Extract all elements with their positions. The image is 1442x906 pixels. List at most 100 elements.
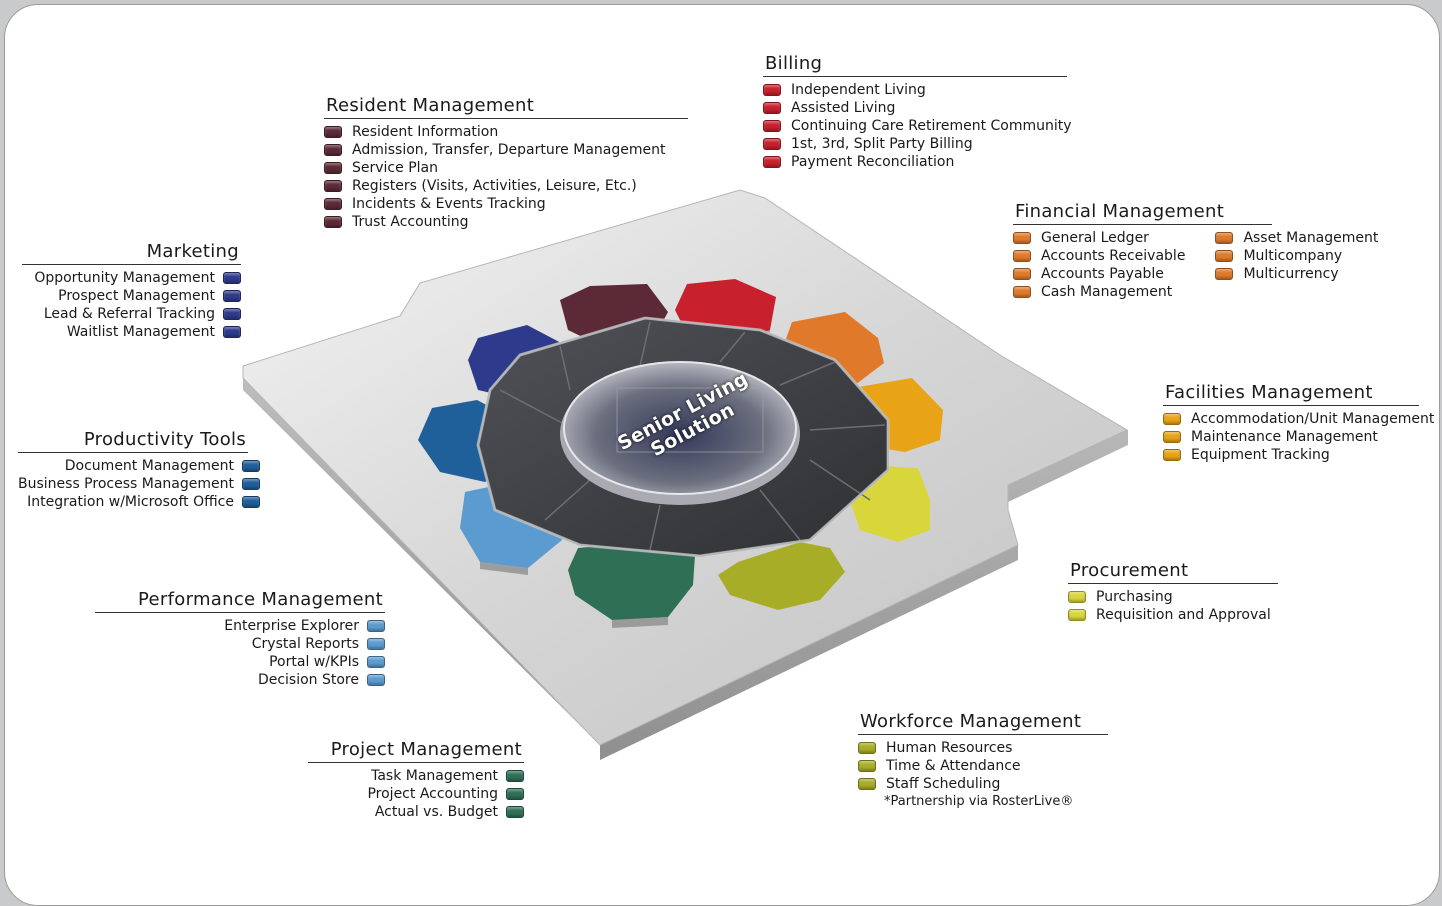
list-item: Decision Store (95, 671, 385, 689)
list-item: Continuing Care Retirement Community (763, 117, 1072, 135)
list-item: Requisition and Approval (1068, 606, 1278, 624)
item-list-col1: General Ledger Accounts Receivable Accou… (1013, 229, 1185, 301)
swatch (1068, 609, 1086, 621)
list-item: Human Resources (858, 739, 1108, 757)
list-item: General Ledger (1013, 229, 1185, 247)
swatch (763, 84, 781, 96)
swatch (1013, 268, 1031, 280)
item-label: Accounts Receivable (1041, 248, 1186, 264)
item-label: Staff Scheduling (886, 776, 1001, 792)
swatch (506, 788, 524, 800)
swatch (763, 138, 781, 150)
group-workforce-management: Workforce Management Human Resources Tim… (858, 712, 1108, 811)
swatch (223, 326, 241, 338)
swatch (1163, 413, 1181, 425)
group-billing: Billing Independent Living Assisted Livi… (763, 54, 1072, 171)
item-label: Lead & Referral Tracking (43, 306, 215, 322)
swatch (858, 760, 876, 772)
group-title: Resident Management (324, 96, 688, 119)
center-disc (563, 361, 797, 495)
list-item: Opportunity Management (22, 269, 241, 287)
list-item: Trust Accounting (324, 213, 688, 231)
group-title: Marketing (22, 242, 241, 265)
swatch (1013, 232, 1031, 244)
swatch (858, 778, 876, 790)
list-item: Assisted Living (763, 99, 1072, 117)
list-item: Time & Attendance (858, 757, 1108, 775)
swatch (367, 656, 385, 668)
petal-project (568, 543, 695, 620)
item-label: Multicompany (1243, 248, 1343, 264)
item-label: Actual vs. Budget (374, 804, 498, 820)
item-list: Independent Living Assisted Living Conti… (763, 81, 1072, 171)
item-label: Cash Management (1041, 284, 1173, 300)
list-item: Asset Management (1215, 229, 1378, 247)
swatch (763, 102, 781, 114)
item-label: Equipment Tracking (1191, 447, 1330, 463)
list-item: Project Accounting (308, 785, 524, 803)
group-title: Productivity Tools (18, 430, 248, 453)
swatch (1068, 591, 1086, 603)
item-label: Maintenance Management (1191, 429, 1378, 445)
item-label: Registers (Visits, Activities, Leisure, … (352, 178, 637, 194)
list-item: Resident Information (324, 123, 688, 141)
item-label: Portal w/KPIs (269, 654, 359, 670)
swatch (223, 290, 241, 302)
swatch (367, 638, 385, 650)
group-performance-management: Performance Management Enterprise Explor… (95, 590, 385, 689)
swatch (763, 120, 781, 132)
group-title: Facilities Management (1163, 383, 1419, 406)
swatch (858, 742, 876, 754)
item-label: Time & Attendance (886, 758, 1021, 774)
list-item: Business Process Management (18, 475, 260, 493)
item-list: Task Management Project Accounting Actua… (308, 767, 524, 821)
list-item: Payment Reconciliation (763, 153, 1072, 171)
item-label: Crystal Reports (251, 636, 359, 652)
item-label: Integration w/Microsoft Office (27, 494, 234, 510)
item-label: Human Resources (886, 740, 1013, 756)
swatch (763, 156, 781, 168)
item-label: Independent Living (791, 82, 926, 98)
group-productivity-tools: Productivity Tools Document Management B… (18, 430, 260, 511)
list-item: Cash Management (1013, 283, 1185, 301)
swatch (1215, 268, 1234, 280)
swatch (1013, 286, 1031, 298)
list-item: Lead & Referral Tracking (22, 305, 241, 323)
item-label: Requisition and Approval (1096, 607, 1271, 623)
item-list: Enterprise Explorer Crystal Reports Port… (95, 617, 385, 689)
item-label: Continuing Care Retirement Community (791, 118, 1072, 134)
group-procurement: Procurement Purchasing Requisition and A… (1068, 561, 1278, 624)
swatch (324, 180, 342, 192)
swatch (324, 162, 342, 174)
item-label: Purchasing (1096, 589, 1173, 605)
list-item: Accounts Payable (1013, 265, 1185, 283)
item-label: Multicurrency (1243, 266, 1339, 282)
item-label: Business Process Management (18, 476, 234, 492)
list-item: Admission, Transfer, Departure Managemen… (324, 141, 688, 159)
group-title: Financial Management (1013, 202, 1272, 225)
group-financial-management: Financial Management General Ledger Acco… (1013, 202, 1378, 301)
group-title: Workforce Management (858, 712, 1108, 735)
partnership-note: *Partnership via RosterLive® (884, 794, 1074, 809)
group-title: Procurement (1068, 561, 1278, 584)
list-item: 1st, 3rd, Split Party Billing (763, 135, 1072, 153)
group-resident-management: Resident Management Resident Information… (324, 96, 688, 231)
list-item: Waitlist Management (22, 323, 241, 341)
group-project-management: Project Management Task Management Proje… (308, 740, 524, 821)
swatch (241, 478, 260, 490)
list-item: Purchasing (1068, 588, 1278, 606)
swatch (324, 126, 342, 138)
item-label: Task Management (371, 768, 498, 784)
list-item: Maintenance Management (1163, 428, 1434, 446)
item-list: Purchasing Requisition and Approval (1068, 588, 1278, 624)
swatch (506, 770, 524, 782)
item-label: Asset Management (1243, 230, 1379, 246)
list-item: Integration w/Microsoft Office (18, 493, 260, 511)
item-label: Enterprise Explorer (224, 618, 359, 634)
list-item: Actual vs. Budget (308, 803, 524, 821)
item-label: Waitlist Management (66, 324, 215, 340)
group-title: Billing (763, 54, 1067, 77)
item-list: Resident Information Admission, Transfer… (324, 123, 688, 231)
item-label: Project Accounting (367, 786, 498, 802)
item-label: Document Management (64, 458, 234, 474)
